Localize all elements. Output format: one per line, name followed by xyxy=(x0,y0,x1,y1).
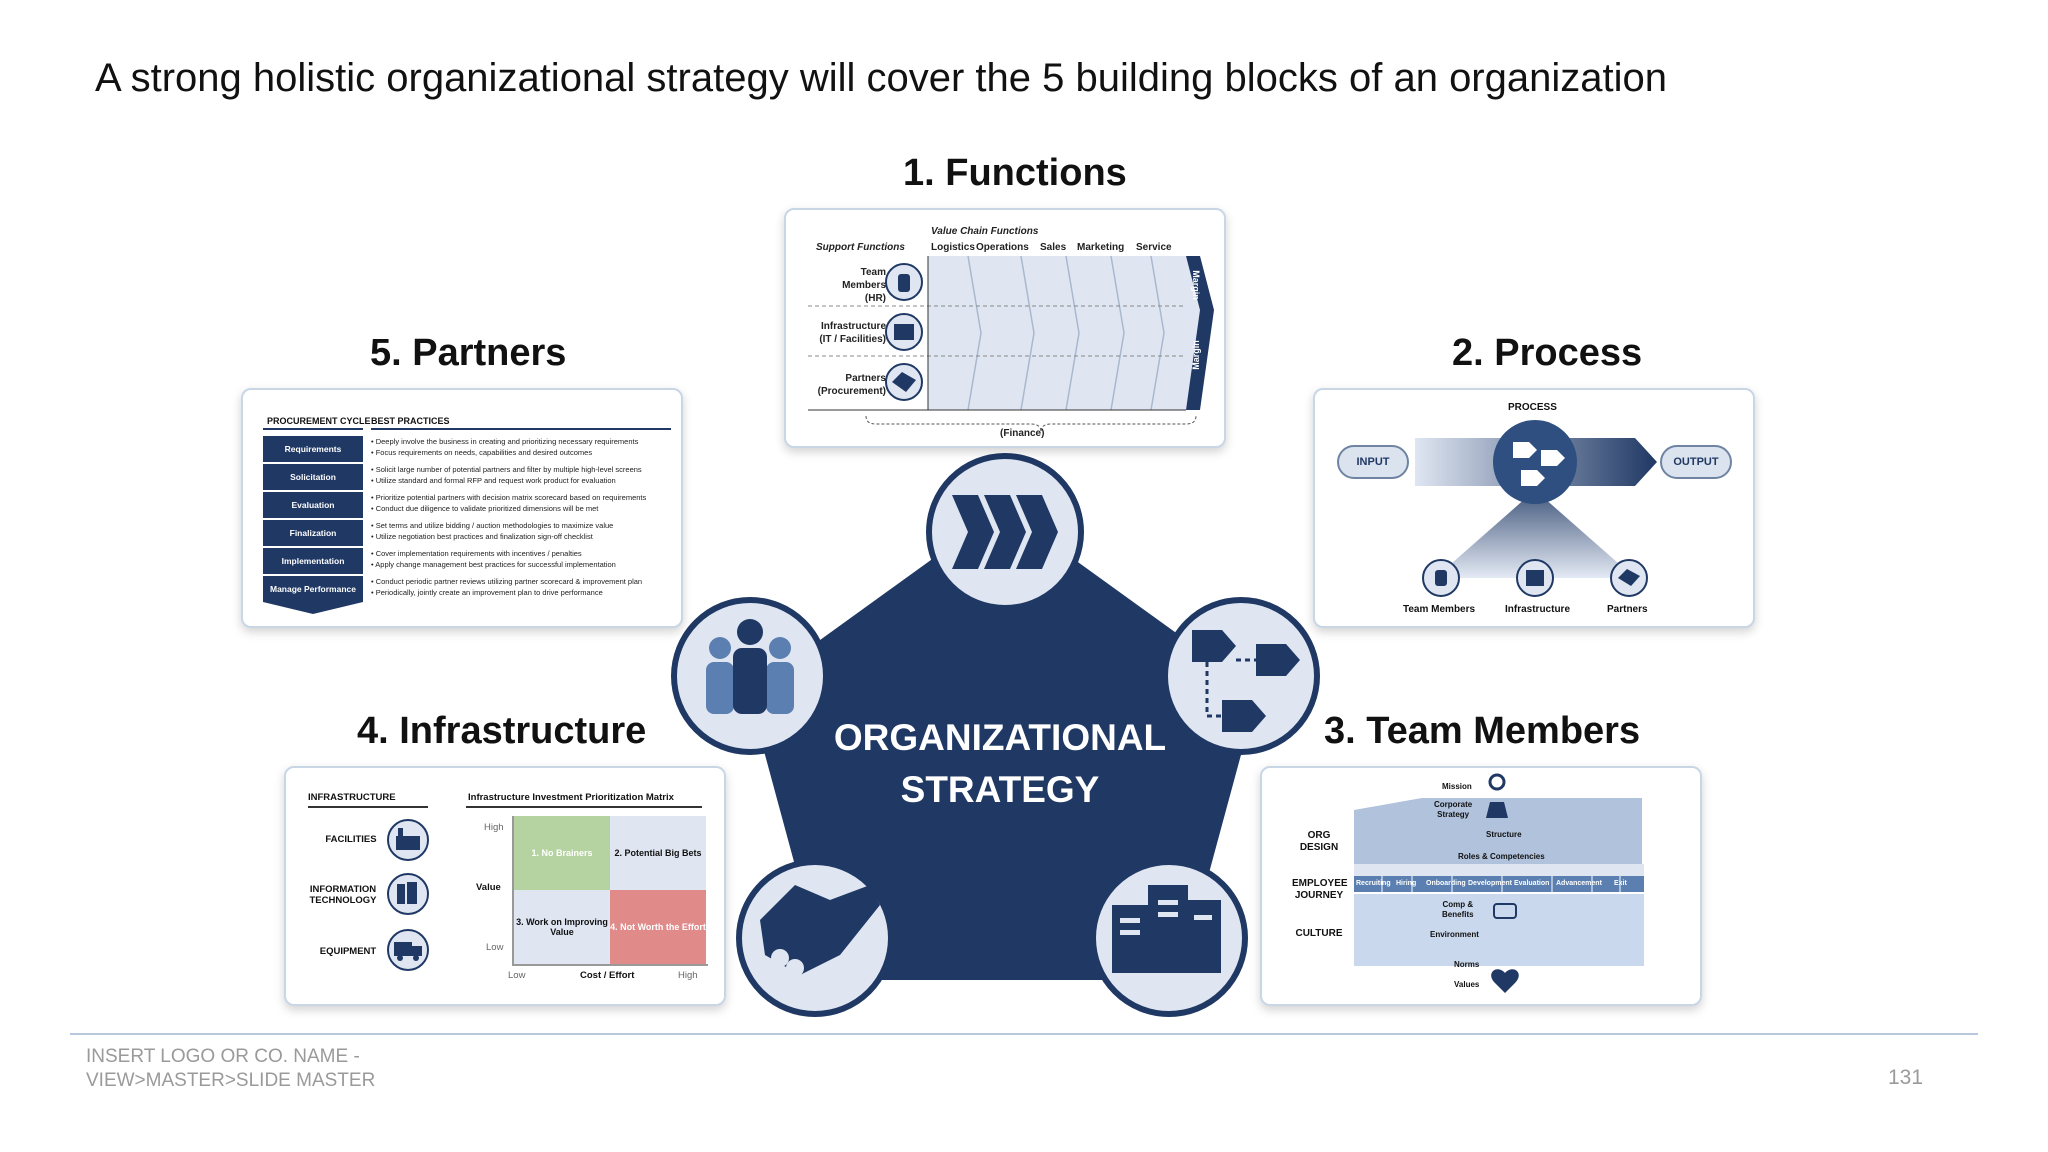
center-label-line1: ORGANIZATIONAL xyxy=(833,717,1167,758)
footer-divider xyxy=(70,1033,1978,1035)
slide-title: A strong holistic organizational strateg… xyxy=(95,56,1667,100)
item-equipment: EQUIPMENT xyxy=(319,946,377,957)
infra-icons xyxy=(387,819,429,971)
culture-label: CULTURE xyxy=(1295,928,1343,939)
journey-recruiting: Recruiting xyxy=(1356,880,1391,887)
journey-onboarding: Onboarding xyxy=(1426,880,1466,887)
practice-evaluation: • Prioritize potential partners with dec… xyxy=(371,493,647,513)
footer-line1: INSERT LOGO OR CO. NAME - xyxy=(86,1046,360,1067)
row-partners: Partners (Procurement) xyxy=(817,373,886,397)
node-partners: Partners xyxy=(1607,604,1648,615)
step-solicitation: Solicitation xyxy=(263,464,363,490)
practice-finalization: • Set terms and utilize bidding / auctio… xyxy=(371,521,614,541)
corporate-strategy-label: Corporate Strategy xyxy=(1434,800,1473,819)
team-members-circle-icon xyxy=(671,597,829,755)
col-service: Service xyxy=(1136,242,1172,253)
step-evaluation: Evaluation xyxy=(263,492,363,518)
best-practices-header: BEST PRACTICES xyxy=(371,416,450,426)
input-pill: INPUT xyxy=(1337,445,1409,479)
margin-label-bottom: Margin xyxy=(1190,340,1201,370)
step-requirements: Requirements xyxy=(263,436,363,462)
quadrant-not-worth-the-effort: 4. Not Worth the Effort xyxy=(610,890,706,964)
item-information-technology: INFORMATION TECHNOLOGY xyxy=(309,884,377,906)
margin-label-top: Margin xyxy=(1190,270,1201,300)
center-label-line2: STRATEGY xyxy=(900,769,1100,810)
infrastructure-card: INFRASTRUCTURE Infrastructure Investment… xyxy=(284,766,726,1006)
practice-solicitation: • Solicit large number of potential part… xyxy=(371,465,642,485)
node-team-members: Team Members xyxy=(1403,604,1476,615)
matrix-y-label: Value xyxy=(476,882,501,893)
team-members-title: 3. Team Members xyxy=(1324,710,1641,752)
journey-exit: Exit xyxy=(1614,880,1627,887)
partners-title: 5. Partners xyxy=(370,332,567,374)
row-infrastructure: Infrastructure (IT / Facilities) xyxy=(819,321,886,345)
node-infrastructure: Infrastructure xyxy=(1505,604,1571,615)
infra-header-left: INFRASTRUCTURE xyxy=(308,792,396,803)
quadrant-work-on-improving-value: 3. Work on Improving Value xyxy=(514,890,610,964)
partners-card: PROCUREMENT CYCLE BEST PRACTICES Require… xyxy=(241,388,683,628)
mission-label: Mission xyxy=(1442,782,1472,791)
process-graphic xyxy=(1415,420,1657,597)
col-logistics: Logistics xyxy=(931,242,975,253)
org-design-label: ORG DESIGN xyxy=(1299,830,1339,853)
footer-logo-placeholder: INSERT LOGO OR CO. NAME - VIEW>MASTER>SL… xyxy=(86,1045,375,1093)
process-card: PROCESS INPUT OUTPUT Team Members Infras… xyxy=(1313,388,1755,628)
functions-card: Value Chain Functions Support Functions … xyxy=(784,208,1226,448)
page-number: 131 xyxy=(1888,1066,1924,1089)
strategy-pentagon xyxy=(748,508,1258,980)
structure-label: Structure xyxy=(1486,830,1522,839)
comp-benefits-label: Comp & Benefits xyxy=(1442,900,1474,919)
journey-advancement: Advancement xyxy=(1556,880,1602,887)
values-label: Values xyxy=(1454,980,1480,989)
center-label: ORGANIZATIONAL STRATEGY xyxy=(800,712,1200,816)
col-sales: Sales xyxy=(1040,242,1067,253)
practice-implementation: • Cover implementation requirements with… xyxy=(371,549,616,569)
team-members-card: Mission Corporate Strategy Structure Rol… xyxy=(1260,766,1702,1006)
quadrant-no-brainers: 1. No Brainers xyxy=(514,816,610,890)
journey-development: Development xyxy=(1468,880,1512,887)
matrix-x-high: High xyxy=(678,970,698,981)
functions-title: 1. Functions xyxy=(903,152,1127,194)
infra-header-right: Infrastructure Investment Prioritization… xyxy=(468,792,674,803)
environment-label: Environment xyxy=(1430,930,1479,939)
quadrant-potential-big-bets: 2. Potential Big Bets xyxy=(610,816,706,890)
journey-hiring: Hiring xyxy=(1396,880,1417,887)
process-header: PROCESS xyxy=(1508,402,1557,413)
support-functions-header: Support Functions xyxy=(816,242,905,253)
functions-circle-icon xyxy=(926,453,1084,611)
journey-evaluation: Evaluation xyxy=(1514,880,1550,887)
team-members-graphic xyxy=(1354,773,1644,993)
norms-label: Norms xyxy=(1454,960,1480,969)
infrastructure-circle-icon xyxy=(1090,859,1248,1017)
col-operations: Operations xyxy=(976,242,1029,253)
matrix-x-label: Cost / Effort xyxy=(580,970,635,981)
partners-circle-icon xyxy=(736,859,894,1017)
infrastructure-title: 4. Infrastructure xyxy=(357,710,647,752)
process-circle-icon xyxy=(1162,597,1320,755)
employee-journey-label: EMPLOYEE JOURNEY xyxy=(1292,878,1348,901)
item-facilities: FACILITIES xyxy=(325,834,377,845)
procurement-cycle-header: PROCUREMENT CYCLE xyxy=(267,416,371,426)
value-chain-graphic xyxy=(808,255,1214,433)
step-manage-performance: Manage Performance xyxy=(263,576,363,602)
process-title: 2. Process xyxy=(1452,332,1643,374)
cycle-arrow-tip xyxy=(263,602,363,614)
step-finalization: Finalization xyxy=(263,520,363,546)
finance-label: (Finance) xyxy=(1000,428,1045,439)
matrix-x-low: Low xyxy=(508,970,526,981)
practice-manage-performance: • Conduct periodic partner reviews utili… xyxy=(371,577,643,597)
matrix-y-low: Low xyxy=(486,942,504,953)
output-pill: OUTPUT xyxy=(1660,445,1732,479)
row-team-members: Team Members (HR) xyxy=(842,267,886,304)
roles-label: Roles & Competencies xyxy=(1458,852,1545,861)
col-marketing: Marketing xyxy=(1077,242,1125,253)
step-implementation: Implementation xyxy=(263,548,363,574)
value-chain-header: Value Chain Functions xyxy=(931,226,1039,237)
practice-requirements: • Deeply involve the business in creatin… xyxy=(371,437,639,457)
footer-line2: VIEW>MASTER>SLIDE MASTER xyxy=(86,1070,376,1091)
matrix-y-high: High xyxy=(484,822,504,833)
